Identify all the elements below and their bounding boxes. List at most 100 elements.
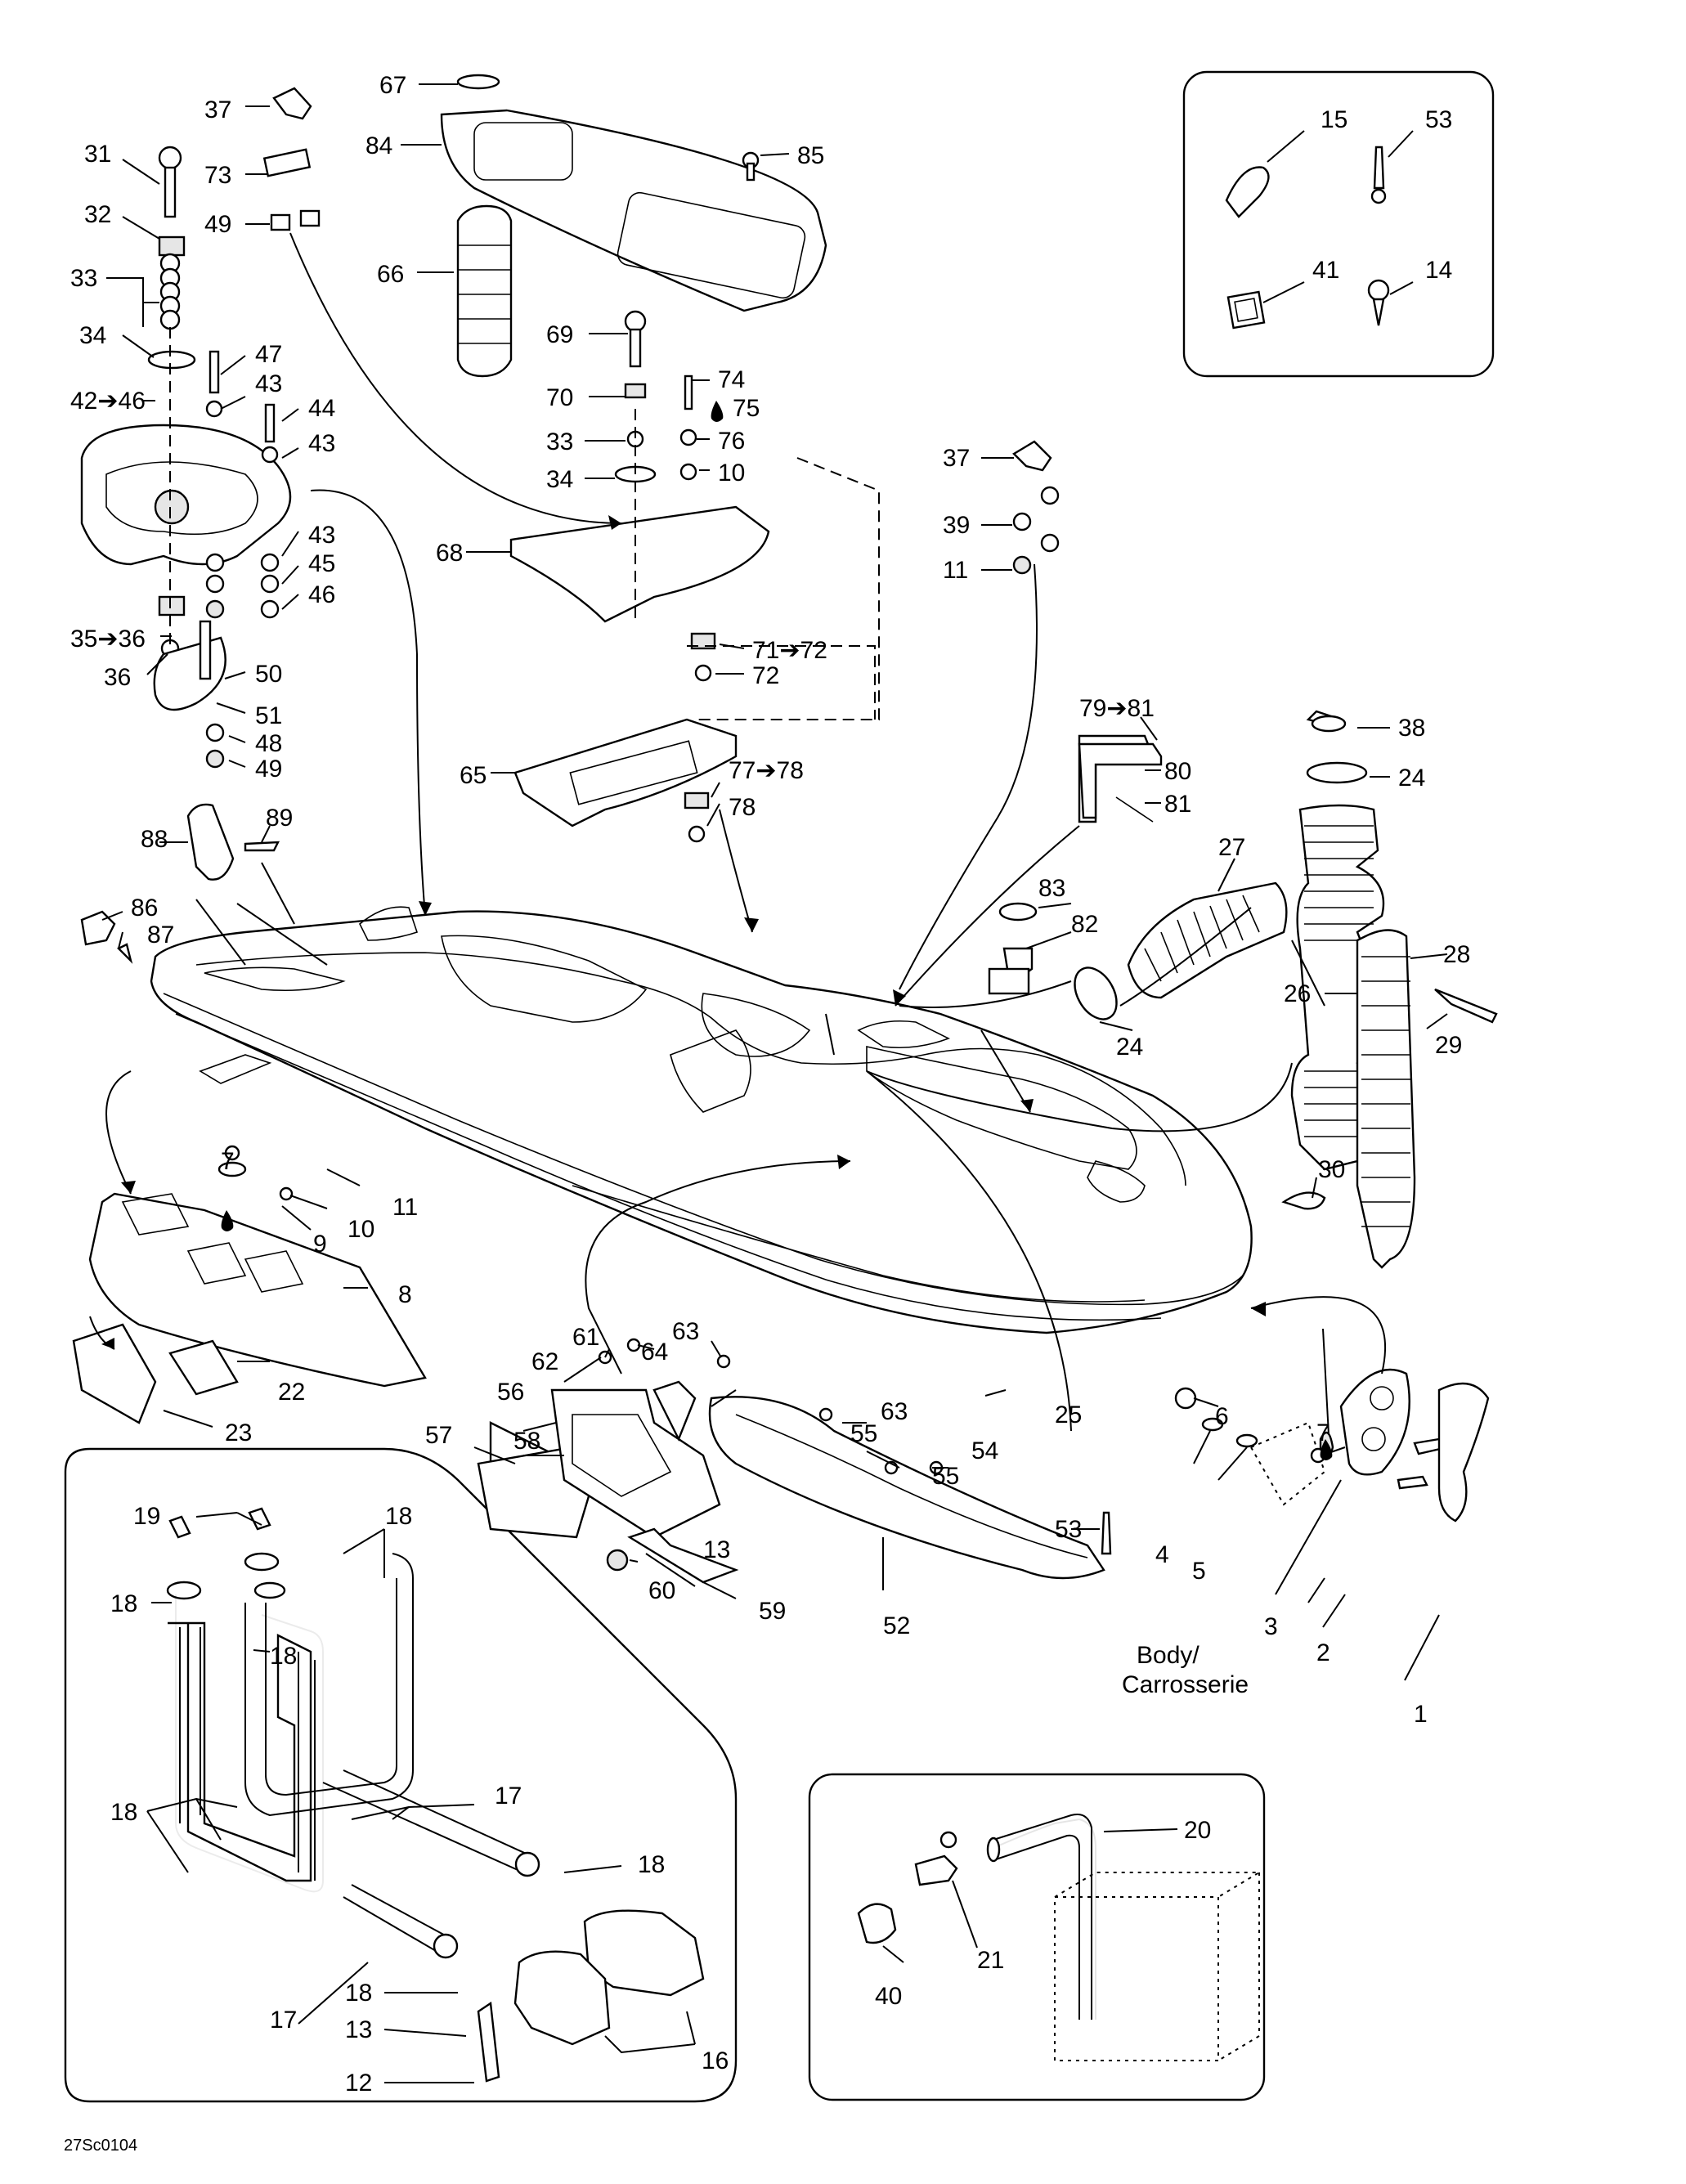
callout-75: 75 bbox=[733, 395, 760, 422]
callout-37: 37 bbox=[204, 96, 231, 123]
callout-23: 23 bbox=[225, 1419, 252, 1446]
callout-85: 85 bbox=[797, 142, 824, 169]
callout-79-81: 79➔81 bbox=[1079, 695, 1155, 722]
callout-11: 11 bbox=[943, 557, 968, 584]
callout-88: 88 bbox=[141, 826, 168, 853]
callout-36: 36 bbox=[104, 664, 131, 691]
callout-3: 3 bbox=[1264, 1613, 1278, 1640]
callout-44: 44 bbox=[308, 395, 335, 422]
assembly-flow-lines bbox=[89, 232, 1387, 1432]
callout-78: 78 bbox=[729, 794, 756, 821]
callout-57: 57 bbox=[425, 1422, 452, 1449]
callout-61: 61 bbox=[572, 1324, 599, 1351]
callout-30: 30 bbox=[1318, 1156, 1345, 1183]
callout-83: 83 bbox=[1038, 875, 1065, 902]
callout-50: 50 bbox=[255, 661, 282, 688]
inset-frame-cooling-hoses bbox=[64, 1447, 738, 2103]
figure-code: 27Sc0104 bbox=[64, 2137, 137, 2155]
callout-81: 81 bbox=[1164, 791, 1191, 818]
callout-58: 58 bbox=[513, 1428, 540, 1455]
callout-55: 55 bbox=[932, 1463, 959, 1490]
callout-10: 10 bbox=[718, 460, 745, 487]
callout-9: 9 bbox=[313, 1231, 327, 1258]
callout-18: 18 bbox=[638, 1851, 665, 1878]
sealant-drop-icon bbox=[221, 401, 1333, 1460]
callout-64: 64 bbox=[641, 1339, 668, 1366]
callout-68: 68 bbox=[436, 540, 463, 567]
callout-20: 20 bbox=[1184, 1817, 1211, 1844]
callout-14: 14 bbox=[1425, 257, 1452, 284]
handlebar-assembly bbox=[80, 87, 321, 769]
callout-31: 31 bbox=[84, 141, 111, 168]
callout-10: 10 bbox=[348, 1216, 374, 1243]
callout-6: 6 bbox=[1215, 1403, 1229, 1430]
seat-cover bbox=[440, 74, 827, 378]
fasteners-inset bbox=[1225, 146, 1390, 330]
callout-27: 27 bbox=[1218, 834, 1245, 861]
callout-39: 39 bbox=[943, 512, 970, 539]
callout-46: 46 bbox=[308, 581, 335, 608]
callout-21: 21 bbox=[977, 1947, 1004, 1974]
callout-4: 4 bbox=[1155, 1541, 1169, 1568]
callout-43: 43 bbox=[308, 522, 335, 549]
callout-49: 49 bbox=[204, 211, 231, 238]
callout-53: 53 bbox=[1055, 1516, 1082, 1543]
callout-87: 87 bbox=[147, 922, 174, 948]
inset-frame-fasteners bbox=[1182, 70, 1495, 378]
callout-48: 48 bbox=[255, 730, 282, 757]
callout-69: 69 bbox=[546, 321, 573, 348]
callout-1: 1 bbox=[1414, 1701, 1428, 1728]
callout-49: 49 bbox=[255, 756, 282, 783]
callout-80: 80 bbox=[1164, 758, 1191, 785]
callout-43: 43 bbox=[255, 370, 282, 397]
inset-frame-vent-hose bbox=[808, 1773, 1266, 2101]
callout-89: 89 bbox=[266, 805, 293, 832]
callout-17: 17 bbox=[270, 2007, 297, 2034]
callout-76: 76 bbox=[718, 428, 745, 455]
callout-29: 29 bbox=[1435, 1032, 1462, 1059]
hull-body bbox=[150, 906, 1253, 1334]
callout-37: 37 bbox=[943, 445, 970, 472]
cooling-hoses-inset bbox=[166, 1507, 705, 2083]
callout-17: 17 bbox=[495, 1783, 522, 1810]
callout-77-78: 77➔78 bbox=[729, 757, 804, 784]
callout-24: 24 bbox=[1116, 1034, 1143, 1061]
intake-grille-assembly bbox=[477, 1338, 1112, 1584]
callout-63: 63 bbox=[881, 1398, 908, 1425]
callout-34: 34 bbox=[546, 466, 573, 493]
callout-12: 12 bbox=[345, 2070, 372, 2097]
callout-28: 28 bbox=[1443, 941, 1470, 968]
callout-62: 62 bbox=[531, 1348, 558, 1375]
side-vent-parts bbox=[72, 803, 574, 1531]
callout-15: 15 bbox=[1321, 106, 1347, 133]
callout-16: 16 bbox=[702, 2047, 729, 2074]
callout-35-36: 35➔36 bbox=[70, 626, 146, 653]
callout-73: 73 bbox=[204, 162, 231, 189]
body-caption: Body/ bbox=[1137, 1642, 1199, 1669]
callout-7: 7 bbox=[1316, 1419, 1330, 1446]
vent-hose-inset bbox=[857, 1814, 1262, 2061]
callout-71-72: 71➔72 bbox=[752, 637, 827, 664]
callout-19: 19 bbox=[133, 1503, 160, 1530]
callout-45: 45 bbox=[308, 550, 335, 577]
callout-60: 60 bbox=[648, 1577, 675, 1604]
callout-32: 32 bbox=[84, 201, 111, 228]
callout-53: 53 bbox=[1425, 106, 1452, 133]
callout-labels: 37 73 49 31 32 33 34 42➔46 47 43 44 43 4… bbox=[64, 72, 1470, 2155]
callout-59: 59 bbox=[759, 1598, 786, 1625]
callout-22: 22 bbox=[278, 1379, 305, 1406]
callout-18: 18 bbox=[110, 1590, 137, 1617]
callout-2: 2 bbox=[1316, 1639, 1330, 1666]
callout-65: 65 bbox=[460, 762, 487, 789]
pump-cover-assembly bbox=[1174, 1368, 1490, 1523]
callout-25: 25 bbox=[1055, 1401, 1082, 1428]
callout-42-46: 42➔46 bbox=[70, 388, 146, 415]
callout-5: 5 bbox=[1192, 1558, 1206, 1585]
callout-38: 38 bbox=[1398, 715, 1425, 742]
callout-41: 41 bbox=[1312, 257, 1339, 284]
callout-8: 8 bbox=[398, 1281, 412, 1308]
mounting-plate-assembly bbox=[509, 310, 880, 843]
callout-55: 55 bbox=[850, 1420, 877, 1447]
callout-51: 51 bbox=[255, 702, 282, 729]
